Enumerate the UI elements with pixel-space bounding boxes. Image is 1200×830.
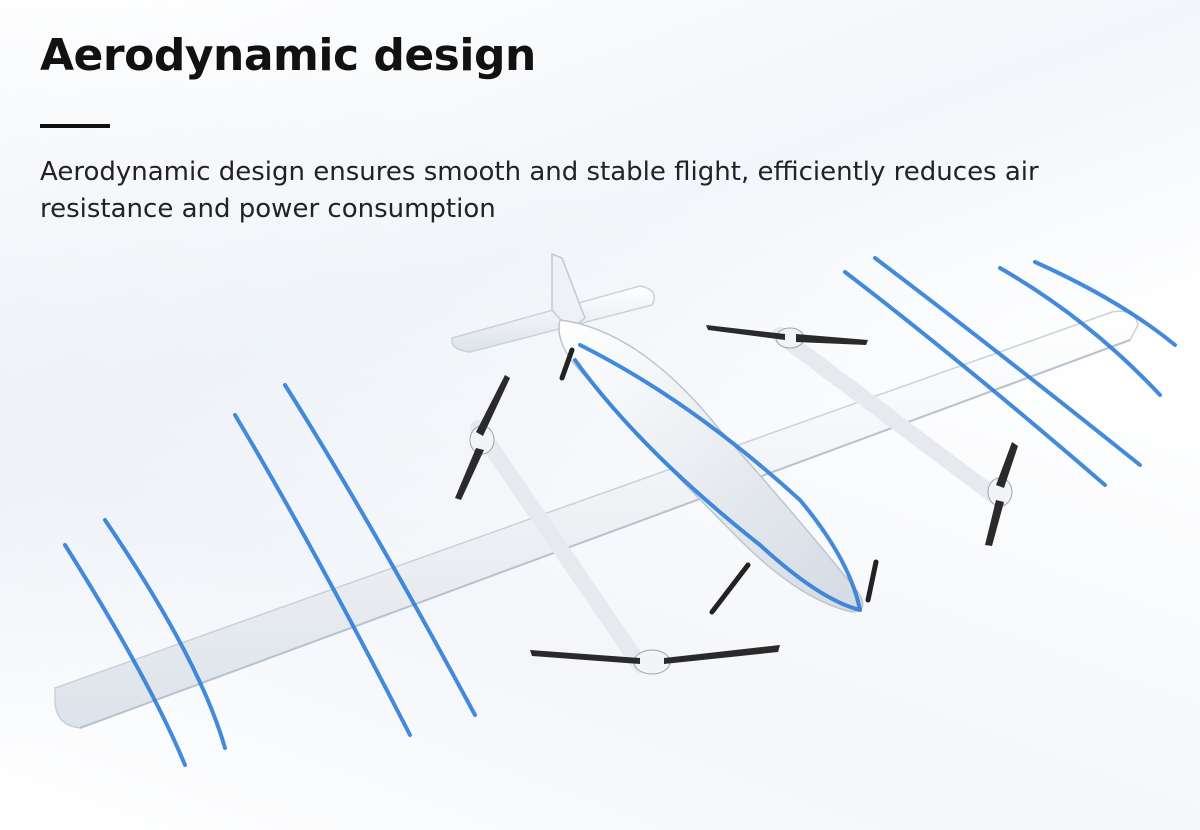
propeller-front-right [985, 442, 1018, 546]
airflow-line [283, 383, 477, 717]
propeller-rear-left [455, 375, 510, 500]
page-title: Aerodynamic design [40, 30, 536, 81]
boom-left [470, 420, 648, 673]
landing-leg [559, 347, 575, 381]
airflow-line [873, 256, 1142, 467]
airflow-line [578, 343, 862, 612]
airflow-line [233, 413, 412, 737]
airflow-line [998, 266, 1162, 397]
airflow-lines [63, 256, 1177, 767]
airflow-line [1033, 260, 1177, 347]
wing-trailing-edge [79, 339, 1131, 729]
propeller-rear-right [706, 325, 868, 349]
landing-leg [709, 562, 751, 615]
propeller-front-left [530, 645, 780, 675]
title-underline [40, 124, 110, 128]
airflow-line [573, 358, 862, 612]
airflow-line [103, 518, 227, 750]
nose-antenna [865, 559, 879, 603]
airflow-line [63, 543, 187, 767]
description-text: Aerodynamic design ensures smooth and st… [40, 157, 1039, 224]
horizontal-stabilizer [451, 285, 655, 353]
boom-right [772, 327, 1008, 508]
airflow-line [843, 270, 1107, 487]
